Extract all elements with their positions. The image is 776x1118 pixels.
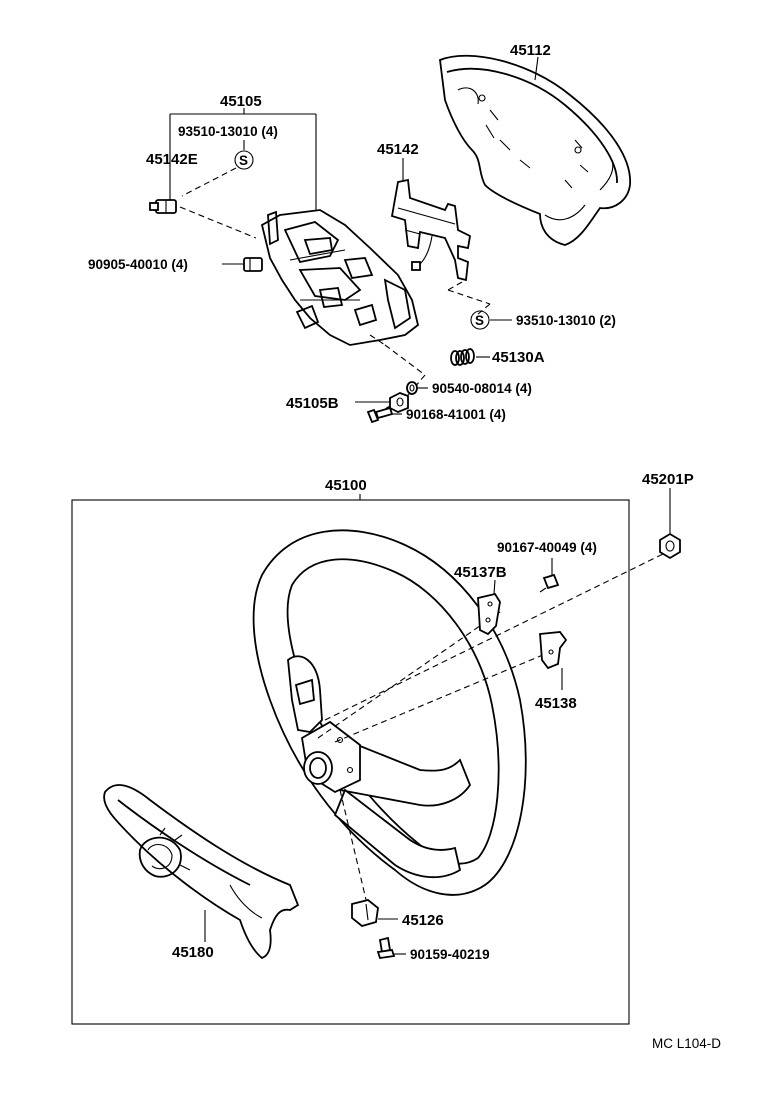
label-90159: 90159-40219 — [410, 947, 490, 962]
steering-wheel-45100 — [252, 529, 527, 896]
label-45130a: 45130A — [492, 349, 545, 366]
label-45142: 45142 — [377, 141, 419, 158]
label-45105: 45105 — [220, 93, 262, 110]
catalog-code: MC L104-D — [652, 1036, 721, 1051]
lower-cover-45180 — [103, 784, 300, 960]
label-90540: 90540-08014 (4) — [432, 381, 532, 396]
wheel-assembly-frame — [71, 499, 630, 1025]
clip-45126 — [351, 899, 379, 927]
screw-90159 — [376, 936, 396, 959]
label-45126: 45126 — [402, 912, 444, 929]
nut-45201p — [659, 532, 681, 560]
label-90905: 90905-40010 (4) — [88, 257, 188, 272]
label-45137b: 45137B — [454, 564, 507, 581]
washer-90540 — [406, 381, 418, 395]
bracket-45105 — [260, 209, 420, 346]
s-symbol-b: S — [475, 313, 484, 328]
label-45100: 45100 — [325, 477, 367, 494]
horn-pad-cover-45112 — [439, 54, 631, 246]
screw-90167 — [539, 573, 560, 593]
label-90167: 90167-40049 (4) — [497, 540, 597, 555]
label-45138: 45138 — [535, 695, 577, 712]
label-45112: 45112 — [510, 42, 551, 59]
switch-45137b — [477, 592, 501, 636]
s-symbol-a: S — [239, 153, 248, 168]
label-45105b: 45105B — [286, 395, 339, 412]
bolt-90168 — [366, 406, 394, 424]
label-45142e: 45142E — [146, 151, 198, 168]
switch-45138 — [539, 631, 568, 670]
label-93510-a: 93510-13010 (4) — [178, 124, 278, 139]
label-45201p: 45201P — [642, 471, 694, 488]
label-93510-b: 93510-13010 (2) — [516, 313, 616, 328]
label-90168: 90168-41001 (4) — [406, 407, 506, 422]
spring-45130a — [450, 348, 475, 366]
label-45180: 45180 — [172, 944, 214, 961]
clip-90905 — [243, 257, 263, 272]
screw-45142e — [149, 199, 177, 214]
horn-contact-plate-45142 — [390, 178, 471, 282]
